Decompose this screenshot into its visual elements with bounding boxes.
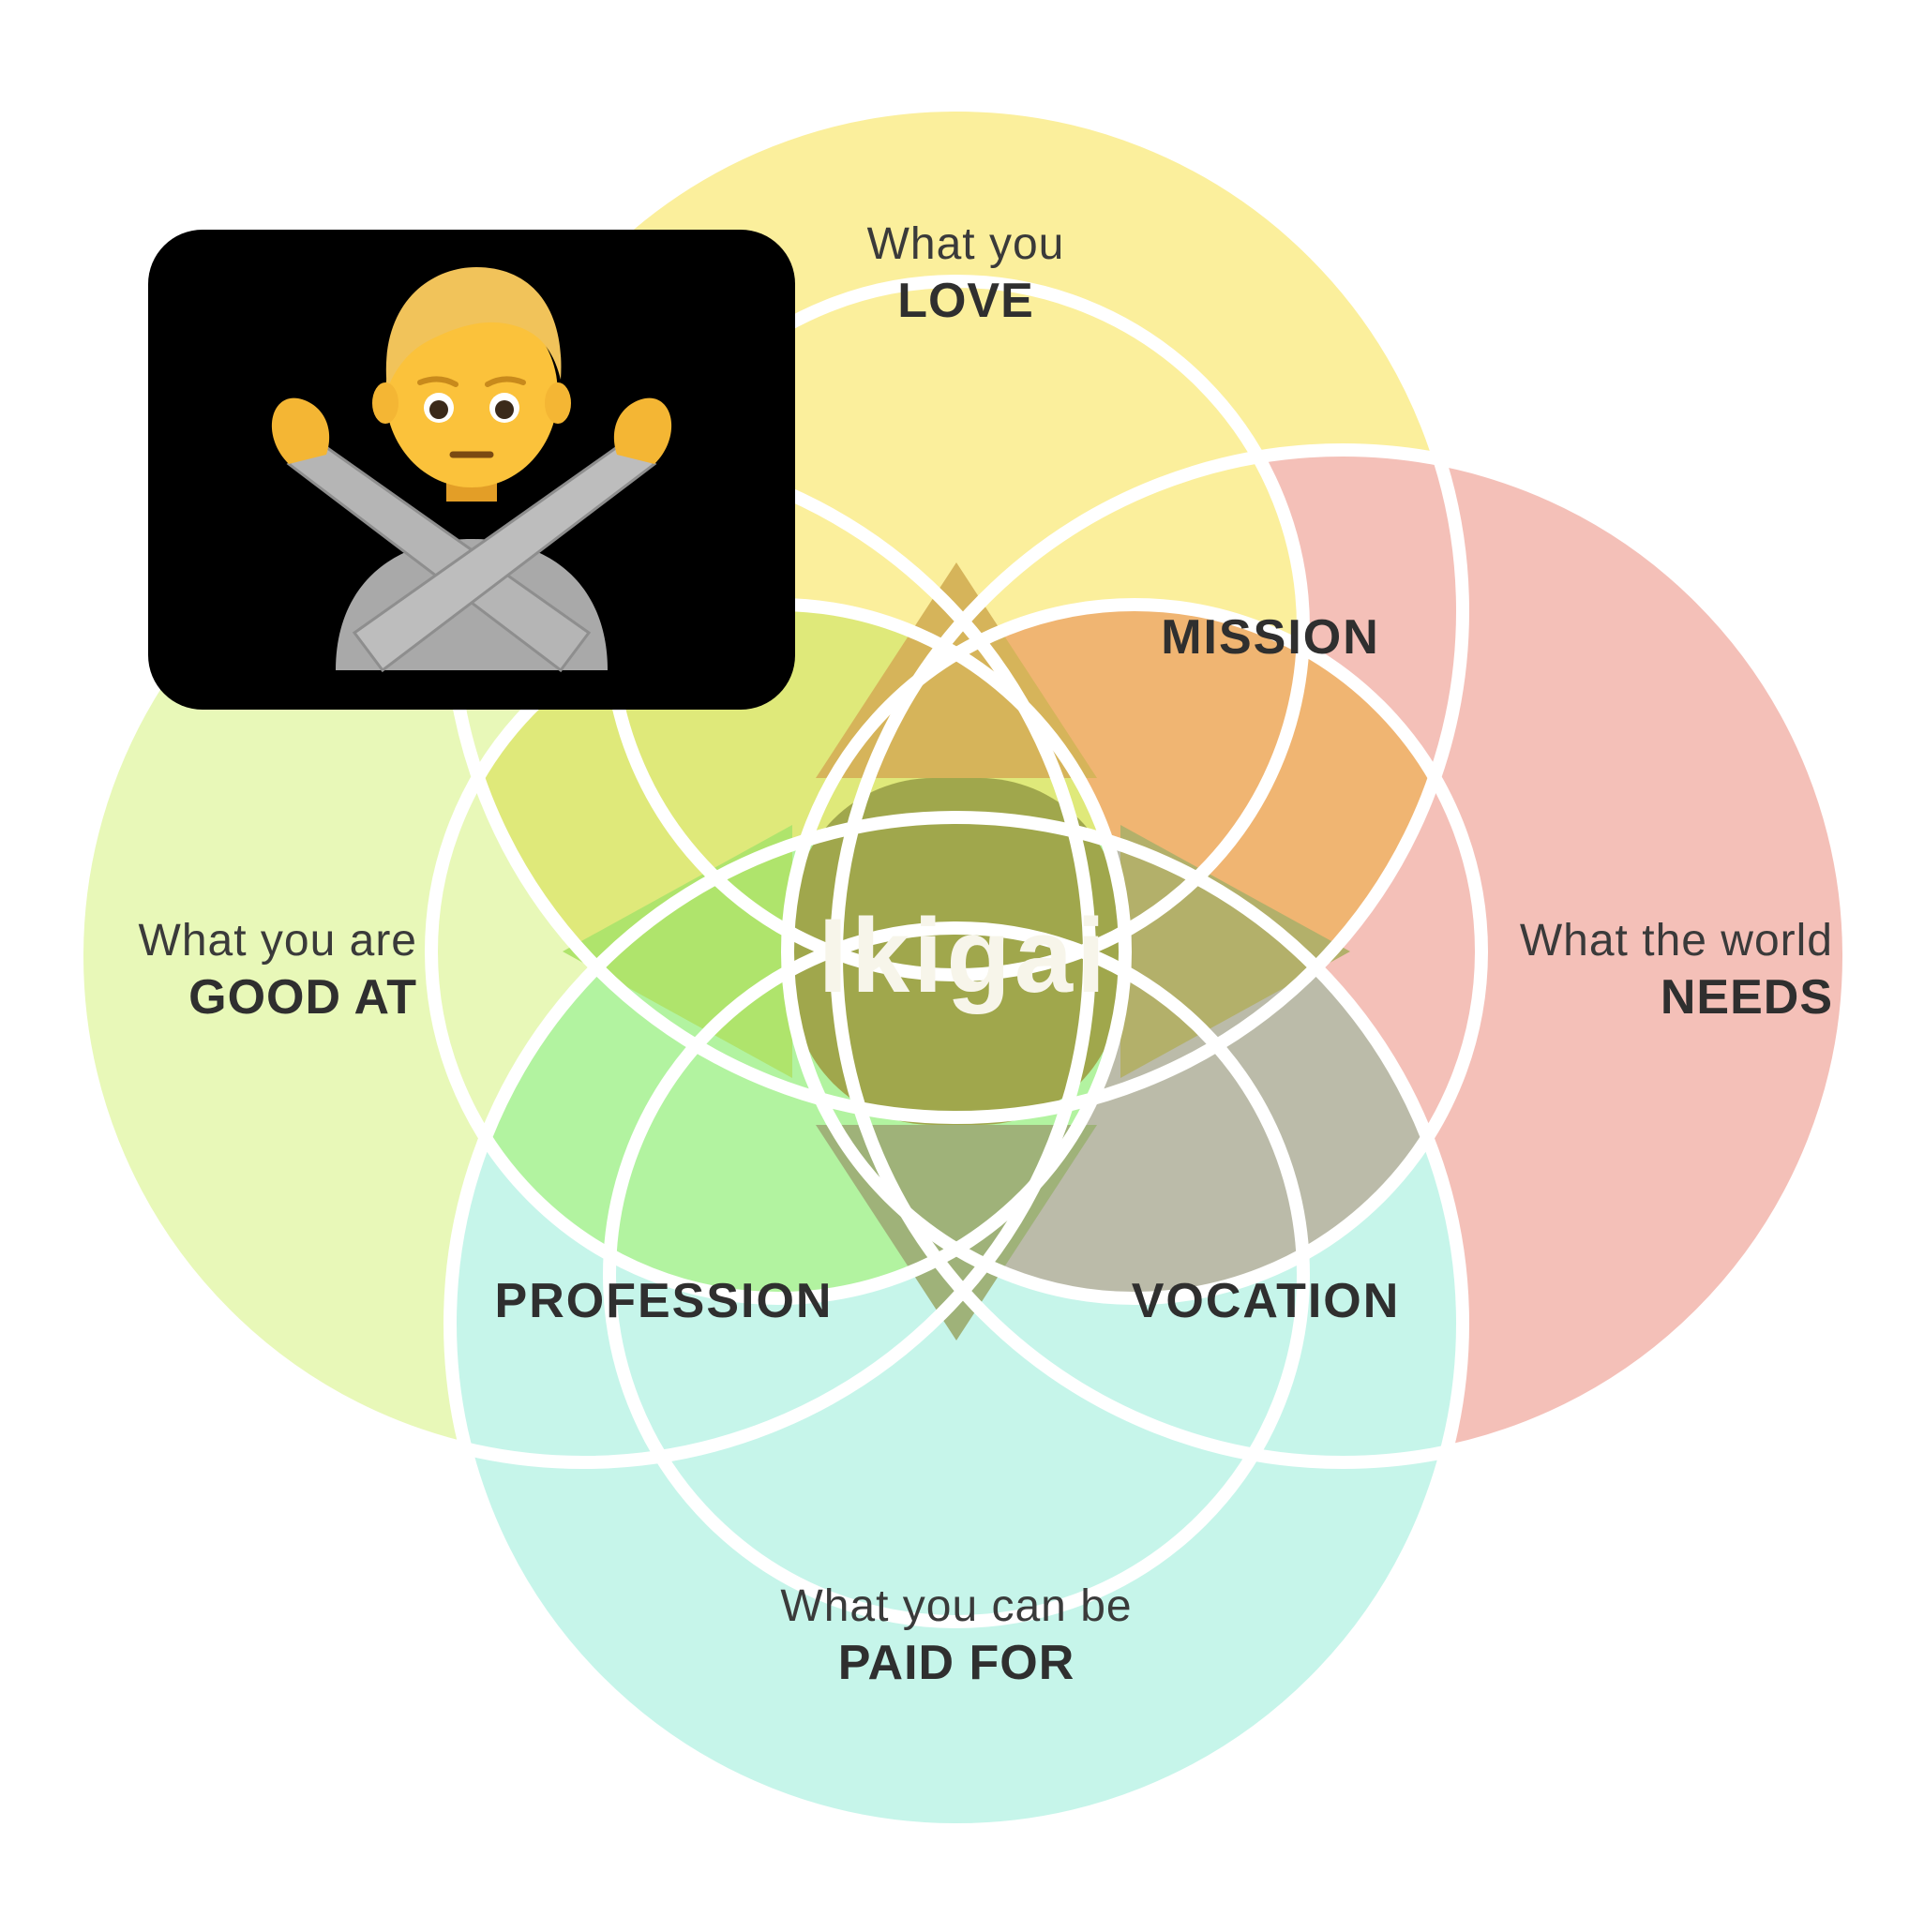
label-good-at-line2: GOOD AT (188, 970, 417, 1025)
label-paid-for-line1: What you can be (780, 1581, 1133, 1631)
label-love: What you LOVE (844, 217, 1088, 330)
label-profession: PROFESSION (494, 1274, 834, 1328)
center-ikigai (792, 778, 1120, 1125)
label-good-at: What you are GOOD AT (94, 914, 417, 1026)
label-love-line1: What you (866, 219, 1065, 269)
label-paid-for: What you can be PAID FOR (759, 1580, 1153, 1692)
label-needs-line2: NEEDS (1660, 970, 1833, 1025)
label-vocation: VOCATION (1131, 1274, 1401, 1328)
label-needs-line1: What the world (1519, 916, 1833, 966)
label-mission: MISSION (1161, 610, 1380, 665)
person-gesturing-no-icon (271, 267, 672, 673)
label-love-line2: LOVE (897, 274, 1034, 328)
ikigai-title: Ikigai (818, 897, 1110, 1014)
label-paid-for-line2: PAID FOR (837, 1636, 1075, 1690)
label-needs: What the world NEEDS (1458, 914, 1833, 1026)
label-good-at-line1: What you are (138, 916, 417, 966)
emoji-card (148, 230, 795, 710)
